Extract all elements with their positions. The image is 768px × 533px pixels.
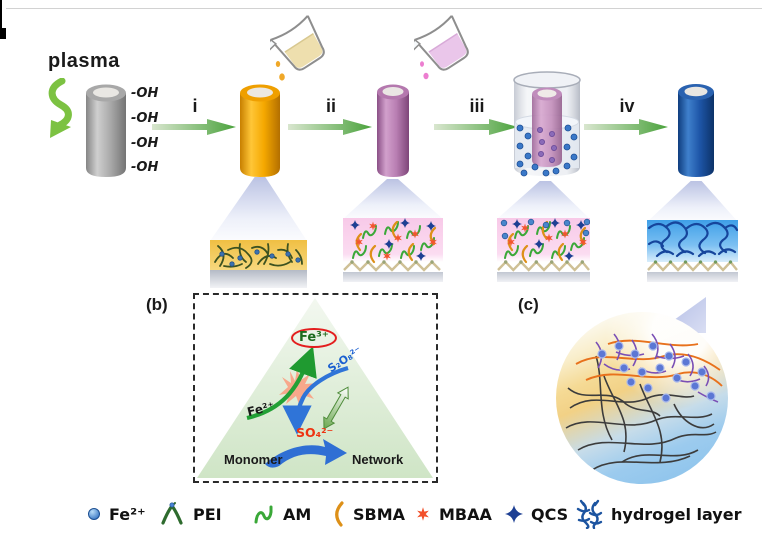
- cylinder-pei-orange: [240, 84, 280, 177]
- magnifier-cone: [210, 177, 307, 241]
- step-arrow-iv: iv: [584, 96, 670, 138]
- page-edge-artifact: [0, 28, 6, 39]
- step-label: i: [192, 96, 198, 116]
- cylinder-hydrogel-blue: [678, 84, 714, 177]
- mbaa-star-icon: [417, 507, 429, 521]
- fe2-to-fe3-arrow-icon: [246, 346, 317, 421]
- beaker-pei-solution-icon: [270, 15, 325, 81]
- step-arrow-i: i: [152, 96, 238, 138]
- oh-label: -OH: [131, 160, 159, 175]
- legend-label: Fe²⁺: [109, 504, 146, 524]
- soaking-beaker-fe-solution-icon: [513, 71, 581, 177]
- step-arrow-iii: iii: [434, 96, 520, 138]
- page-edge-artifact: [0, 0, 2, 37]
- sbma-arc-icon: [335, 501, 344, 527]
- step-label: iv: [619, 96, 635, 116]
- legend-label: AM: [283, 504, 312, 524]
- monomer-label: Monomer: [224, 452, 283, 467]
- green-arrow-icon: [152, 119, 236, 135]
- page-rule-line: [6, 8, 762, 9]
- network-label: Network: [352, 452, 404, 467]
- legend-item-fe2: Fe²⁺: [86, 497, 146, 531]
- s2o8-to-so4-arrow-icon: [282, 365, 349, 435]
- magnifier-cone: [343, 179, 443, 219]
- panel-b-label: (b): [146, 295, 168, 314]
- legend-label: QCS: [531, 504, 569, 524]
- cylinder-monomer-purple: [377, 84, 409, 177]
- magnifier-cone: [647, 181, 738, 222]
- inset-monomer-mixture: [343, 218, 443, 282]
- equilibrium-double-arrow-icon: [323, 386, 349, 430]
- oh-label: -OH: [131, 86, 159, 101]
- substrate-cylinder-gray: [86, 84, 126, 177]
- magnifier-cone: [497, 181, 590, 219]
- legend-item-hydrogel: hydrogel layer: [574, 497, 741, 531]
- legend-item-qcs: QCS: [504, 497, 568, 531]
- legend-item-pei: PEI: [160, 497, 222, 531]
- legend-label: hydrogel layer: [611, 504, 742, 524]
- hydrogel-network-icon: [576, 499, 603, 529]
- network-zoom-circle: [556, 312, 728, 484]
- pei-branch-icon: [161, 502, 183, 525]
- legend-label: SBMA: [353, 504, 406, 524]
- fe3-badge: Fe³⁺: [291, 328, 337, 348]
- legend-item-mbaa: MBAA: [414, 497, 492, 531]
- inset-hydrogel-network: [647, 220, 738, 282]
- step-arrow-ii: ii: [288, 96, 374, 138]
- legend-item-am: AM: [254, 497, 311, 531]
- step-label: iii: [469, 96, 485, 116]
- legend-item-sbma: SBMA: [330, 497, 405, 531]
- oh-label: -OH: [131, 111, 159, 126]
- green-arrow-icon: [288, 119, 372, 135]
- inset-pei-network: [210, 240, 307, 288]
- panel-b-box: [193, 293, 438, 483]
- qcs-cross-icon: [505, 505, 523, 523]
- reaction-arrows: [246, 346, 349, 468]
- fe2-sphere-icon: [88, 508, 100, 520]
- green-arrow-icon: [434, 119, 518, 135]
- plasma-label: plasma: [48, 50, 120, 72]
- am-squiggle-icon: [254, 505, 273, 524]
- inset-monomer-fe-mixture: [497, 218, 590, 282]
- plasma-wave-arrow-icon: [48, 78, 72, 138]
- beaker-monomer-solution-icon: [414, 15, 469, 80]
- oh-label: -OH: [131, 136, 159, 151]
- so4-label: SO₄²⁻: [296, 425, 334, 440]
- legend-label: MBAA: [439, 504, 492, 524]
- network-zoom-drawing: [565, 333, 723, 471]
- monomer-to-network-arrow-icon: [265, 439, 347, 468]
- legend-label: PEI: [193, 504, 222, 524]
- green-arrow-icon: [584, 119, 668, 135]
- step-label: ii: [325, 96, 336, 116]
- panel-c-label: (c): [518, 295, 539, 314]
